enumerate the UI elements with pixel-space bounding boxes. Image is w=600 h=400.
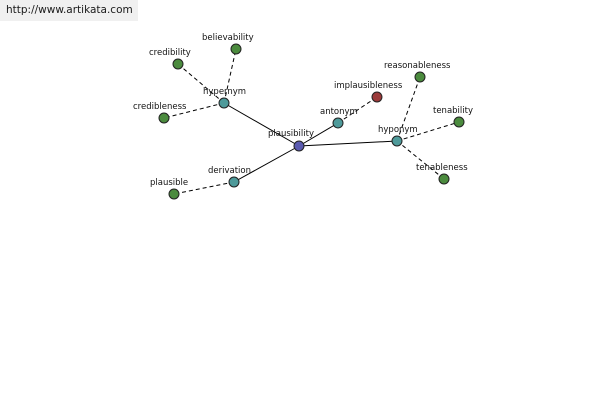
node-label-hypernym: hypernym [203,87,246,97]
edge-antonym-implausibleness [337,96,378,124]
node-hyponym[interactable] [391,135,403,147]
node-label-plausibility: plausibility [268,129,314,139]
node-plausible[interactable] [168,188,180,200]
node-credibility[interactable] [172,58,184,70]
source-url[interactable]: http://www.artikata.com [6,4,133,16]
node-derivation[interactable] [228,176,240,188]
node-hypernym[interactable] [218,97,230,109]
nodes-layer [158,43,465,200]
node-tenability[interactable] [453,116,465,128]
edge-hypernym-believability [223,48,237,104]
node-label-credibleness: credibleness [133,102,187,112]
node-label-tenableness: tenableness [416,163,468,173]
node-tenableness[interactable] [438,173,450,185]
edge-hyponym-tenability [396,121,460,142]
edge-hyponym-reasonableness [396,76,421,142]
node-plausibility[interactable] [293,140,305,152]
node-credibleness[interactable] [158,112,170,124]
edge-plausibility-derivation [233,145,300,183]
node-label-tenability: tenability [433,106,473,116]
edge-plausibility-hyponym [298,140,398,147]
source-url-banner: http://www.artikata.com [0,0,138,21]
edge-plausibility-hypernym [223,102,300,147]
node-implausibleness[interactable] [371,91,383,103]
edge-hyponym-tenableness [396,140,445,180]
labels-layer: plausibility hypernym derivation antonym hyp… [133,33,473,188]
node-label-credibility: credibility [149,48,191,58]
node-reasonableness[interactable] [414,71,426,83]
edge-derivation-plausible [173,181,235,195]
edge-hypernym-credibleness [163,102,225,119]
node-label-reasonableness: reasonableness [384,61,451,71]
node-label-plausible: plausible [150,178,188,188]
node-label-implausibleness: implausibleness [334,81,403,91]
node-label-antonym: antonym [320,107,358,117]
edge-plausibility-antonym [298,122,339,147]
node-believability[interactable] [230,43,242,55]
node-antonym[interactable] [332,117,344,129]
edge-hypernym-credibility [177,63,225,104]
node-label-hyponym: hyponym [378,125,418,135]
node-label-derivation: derivation [208,166,251,176]
node-label-believability: believability [202,33,254,43]
edges-layer [163,48,460,195]
